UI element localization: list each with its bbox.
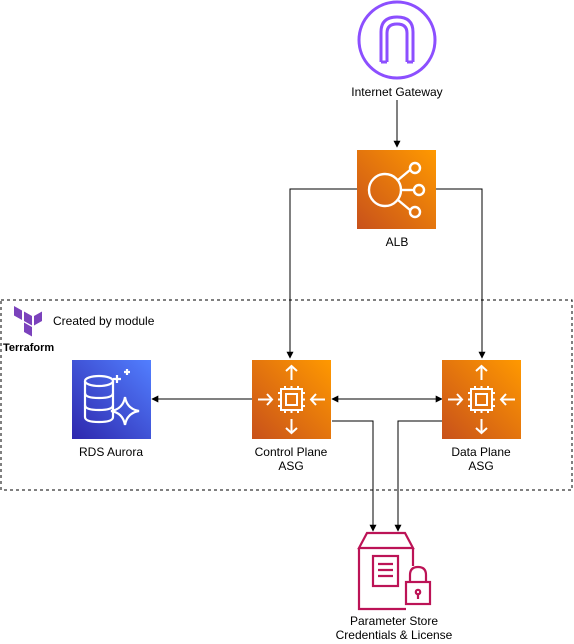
internet-gateway-label: Internet Gateway	[351, 85, 442, 99]
parameter-store-label-line1: Parameter Store	[350, 614, 438, 628]
module-group: Terraform Created by module	[0, 299, 573, 491]
rds-aurora-label: RDS Aurora	[79, 445, 143, 459]
terraform-logo-text: Terraform	[3, 342, 54, 354]
terraform-logo-icon	[14, 306, 42, 337]
control-plane-node: Control Plane ASG	[252, 360, 331, 473]
module-group-boundary	[0, 299, 573, 491]
edge-control-plane-to-parameter-store	[332, 420, 377, 532]
control-plane-label-line2: ASG	[278, 459, 303, 473]
rds-aurora-icon	[83, 369, 140, 426]
internet-gateway-icon	[357, 0, 437, 80]
data-plane-node: Data Plane ASG	[442, 360, 521, 473]
data-plane-autoscaling-icon	[448, 364, 515, 435]
data-plane-label-line1: Data Plane	[451, 445, 511, 459]
rds-icon-background	[72, 360, 151, 439]
alb-label: ALB	[386, 235, 409, 249]
edge-alb-to-control-plane	[286, 188, 357, 359]
parameter-store-label-line2: Credentials & License	[336, 628, 453, 642]
control-plane-label-line1: Control Plane	[255, 445, 328, 459]
edges	[151, 100, 486, 532]
rds-aurora-node: RDS Aurora	[72, 360, 151, 459]
load-balancer-icon	[367, 161, 426, 219]
control-plane-autoscaling-icon	[258, 364, 325, 435]
module-group-label: Created by module	[53, 314, 155, 328]
data-plane-label-line2: ASG	[468, 459, 493, 473]
edge-alb-to-data-plane	[436, 188, 486, 359]
parameter-store-icon	[357, 531, 432, 611]
internet-gateway-node: Internet Gateway	[351, 0, 443, 99]
edge-data-plane-to-parameter-store	[394, 420, 442, 532]
parameter-store-node: Parameter Store Credentials & License	[336, 531, 453, 642]
alb-node: ALB	[357, 150, 436, 249]
